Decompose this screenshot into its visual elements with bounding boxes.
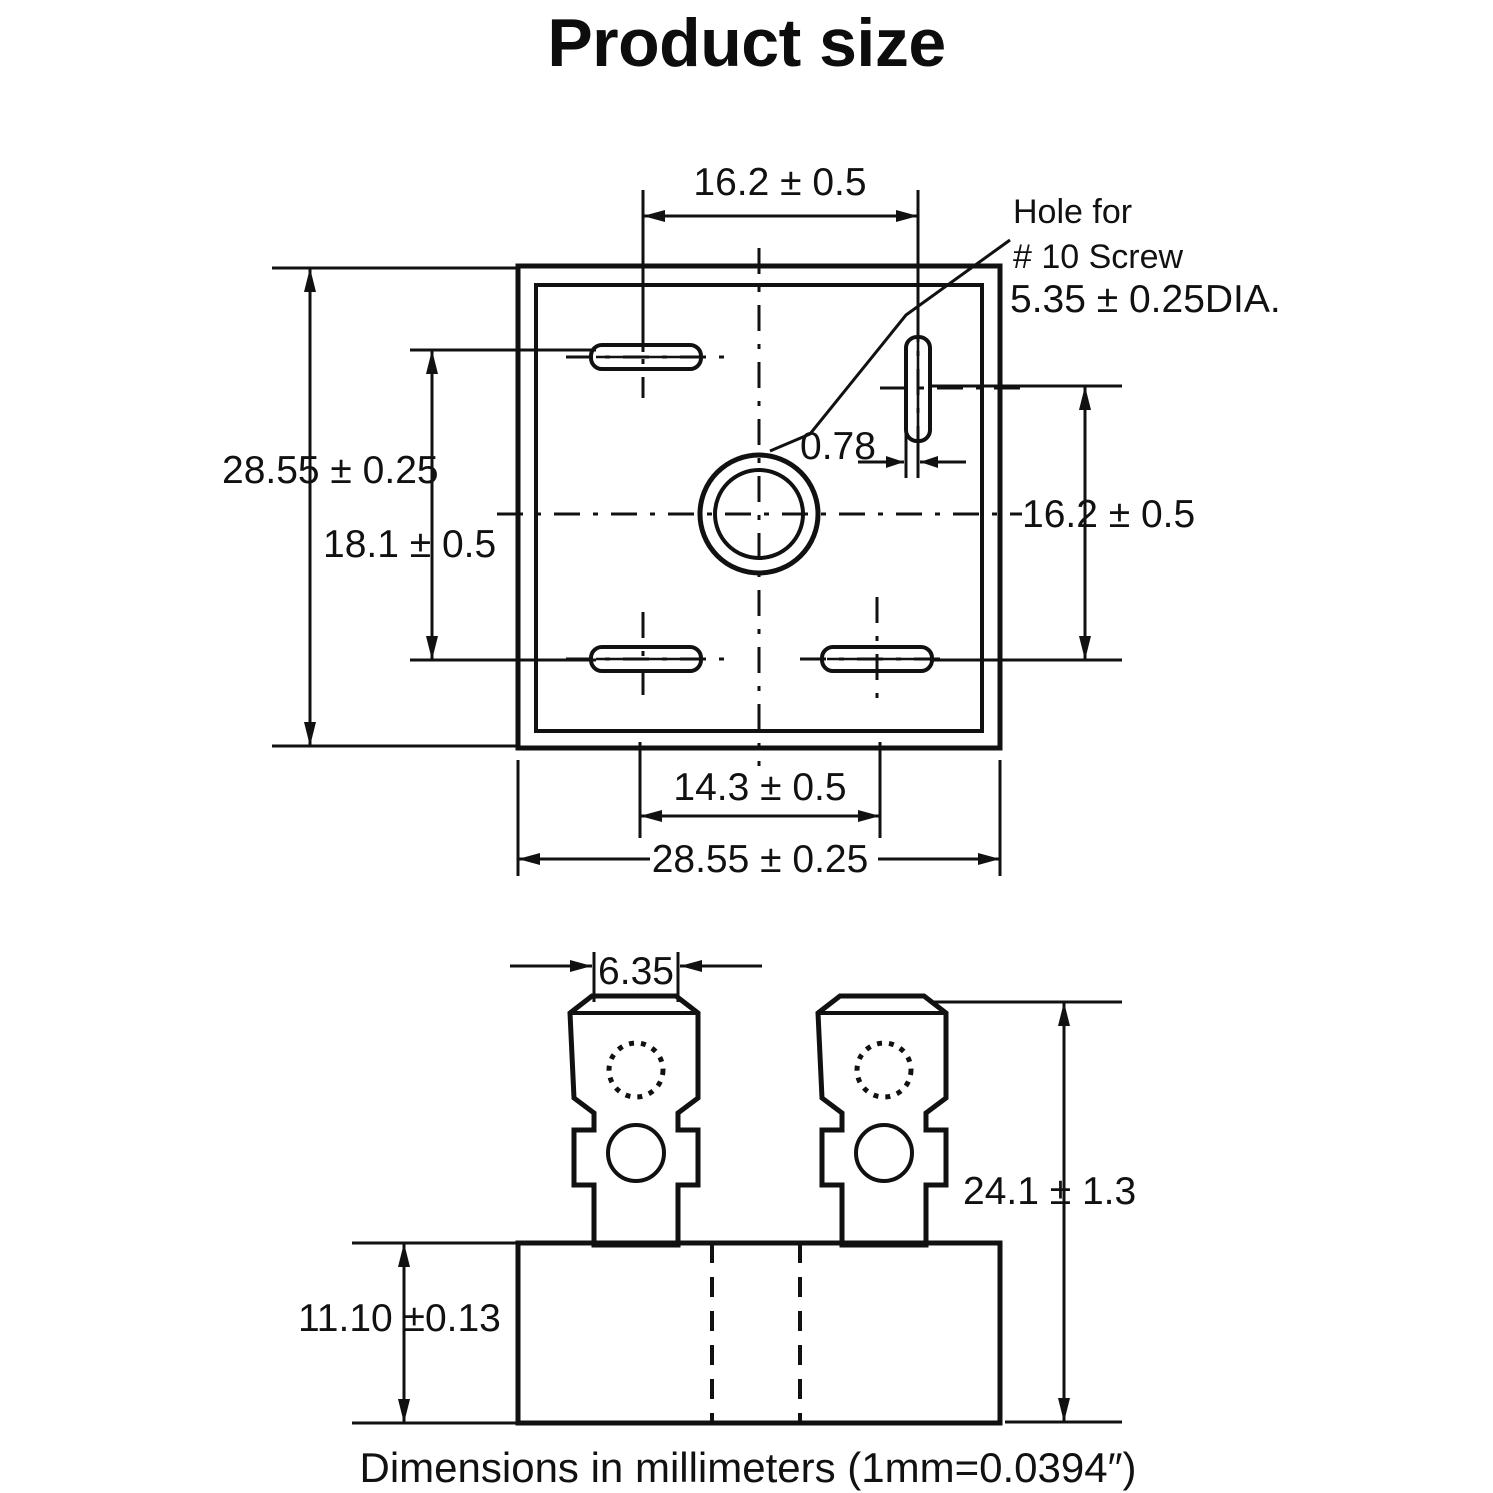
dimension-left-outer-height-label: 28.55 ± 0.25 <box>222 449 439 492</box>
page-title: Product size <box>547 5 946 81</box>
body-inner-square <box>534 283 984 733</box>
body-block <box>515 1240 1003 1426</box>
hole-note-line-1: Hole for <box>1013 193 1132 231</box>
hole-leader-line <box>769 238 1011 453</box>
hole-note: Hole for # 10 Screw 5.35 ± 0.25DIA. <box>1010 193 1281 321</box>
dimension-top-width-label: 16.2 ± 0.5 <box>693 161 866 204</box>
units-caption: Dimensions in millimeters (1mm=0.0394″) <box>360 1444 1137 1491</box>
body-outer-square <box>515 263 1003 751</box>
terminal-slot-top-left <box>566 320 726 398</box>
dimension-terminal-width-label: 6.35 <box>598 950 674 993</box>
dimension-body-height-label: 11.10 ±0.13 <box>298 1297 501 1340</box>
dimension-bottom-outer-width: 28.55 ± 0.25 <box>516 760 1002 881</box>
dimension-tab-width-label: 0.78 <box>800 425 876 468</box>
dimension-top-width: 16.2 ± 0.5 <box>641 161 920 352</box>
side-view-group: 6.35 24.1 ± 1.3 11.10 ±0.13 <box>298 950 1136 1426</box>
terminal-slot-bottom-left <box>566 612 726 700</box>
hole-note-line-3: 5.35 ± 0.25DIA. <box>1010 278 1281 321</box>
mounting-hole <box>697 452 821 576</box>
dimension-right-height: 16.2 ± 0.5 <box>930 384 1195 662</box>
top-view-group: 16.2 ± 0.5 Hole for # 10 Screw 5.35 ± 0.… <box>222 161 1281 881</box>
dimension-right-height-label: 16.2 ± 0.5 <box>1022 493 1195 536</box>
dimension-body-height: 11.10 ±0.13 <box>298 1241 516 1425</box>
terminal-blade-right <box>815 993 949 1248</box>
dimension-total-height-label: 24.1 ± 1.3 <box>963 1170 1136 1213</box>
dimension-left-outer-height: 28.55 ± 0.25 <box>222 266 520 748</box>
dimension-bottom-outer-width-label: 28.55 ± 0.25 <box>652 838 869 881</box>
dimension-left-inner-height-label: 18.1 ± 0.5 <box>323 523 496 566</box>
dimension-left-inner-height: 18.1 ± 0.5 <box>323 348 596 662</box>
hole-note-line-2: # 10 Screw <box>1013 238 1184 276</box>
dimension-terminal-width: 6.35 <box>510 950 762 1002</box>
terminal-blade-left <box>567 993 701 1248</box>
terminal-slot-bottom-right <box>800 597 952 700</box>
dimension-tab-width: 0.78 <box>800 425 966 478</box>
dimension-total-height: 24.1 ± 1.3 <box>930 1000 1136 1424</box>
dimension-bottom-inner-width: 14.3 ± 0.5 <box>638 742 882 838</box>
dimension-bottom-inner-width-label: 14.3 ± 0.5 <box>673 766 846 809</box>
